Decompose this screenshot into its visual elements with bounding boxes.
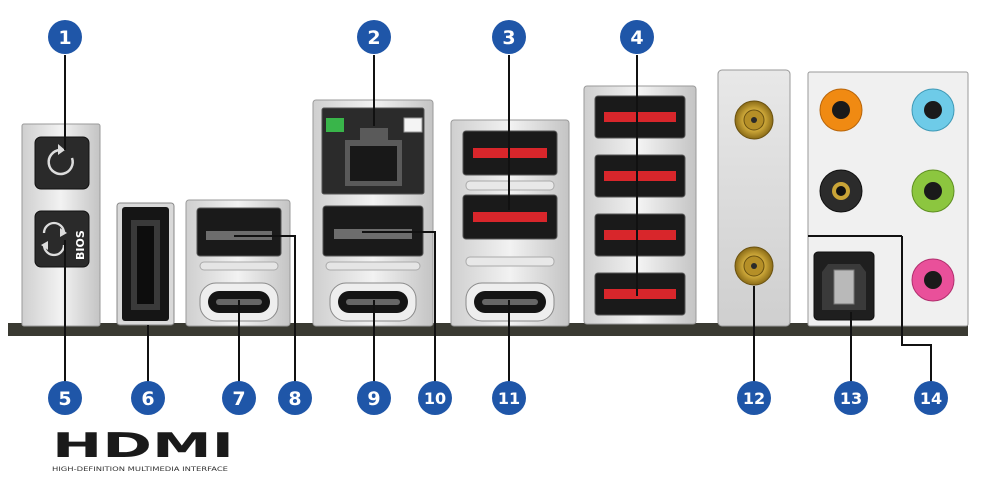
svg-text:10: 10 [424,389,446,408]
hdmi-logo: HDMI HIGH-DEFINITION MULTIMEDIA INTERFAC… [52,426,234,473]
svg-text:6: 6 [141,388,154,410]
lan-usb-stack [312,99,434,327]
svg-text:HDMI: HDMI [52,426,234,466]
audio-jack-green[interactable] [911,169,955,213]
svg-text:2: 2 [367,27,380,49]
svg-text:3: 3 [502,27,515,49]
callout-10: 10 [418,381,452,415]
callout-6: 6 [131,381,165,415]
callout-2: 2 [357,20,391,54]
svg-text:5: 5 [58,388,71,410]
clear-cmos-button[interactable] [34,136,90,190]
antenna-port-bottom[interactable] [734,246,774,286]
callout-14: 14 [914,381,948,415]
usb-stack-4 [583,85,697,325]
svg-text:13: 13 [840,389,862,408]
button-panel: BIOS [21,123,101,327]
svg-text:4: 4 [630,27,643,49]
callout-8: 8 [278,381,312,415]
callout-4: 4 [620,20,654,54]
callout-3: 3 [492,20,526,54]
svg-text:14: 14 [920,389,942,408]
svg-text:1: 1 [58,27,71,49]
antenna-port-top[interactable] [734,100,774,140]
svg-text:12: 12 [743,389,765,408]
callout-1: 1 [48,20,82,54]
callout-11: 11 [492,381,526,415]
refresh-icon [47,144,74,176]
optical-spdif-port[interactable] [813,251,875,321]
bios-label: BIOS [74,230,87,260]
audio-jack-blue[interactable] [911,88,955,132]
lan-led-white [403,117,423,133]
svg-text:8: 8 [288,388,301,410]
callout-9: 9 [357,381,391,415]
callout-13: 13 [834,381,868,415]
audio-jack-orange[interactable] [819,88,863,132]
leader-lines [64,55,932,382]
callout-7: 7 [222,381,256,415]
antenna-connectors [717,69,791,327]
audio-panel [807,71,969,327]
callout-5: 5 [48,381,82,415]
svg-text:HIGH-DEFINITION MULTIMEDIA INT: HIGH-DEFINITION MULTIMEDIA INTERFACE [52,465,228,473]
svg-text:11: 11 [498,389,520,408]
audio-jack-pink[interactable] [911,258,955,302]
audio-jack-black[interactable] [819,169,863,213]
hdmi-port [116,202,175,326]
callout-badges: 1 2 3 4 5 6 7 8 [48,20,948,415]
lan-led-green [326,118,344,132]
sync-arrows-icon [41,221,67,257]
svg-text:7: 7 [232,388,245,410]
svg-text:9: 9 [367,388,380,410]
callout-12: 12 [737,381,771,415]
